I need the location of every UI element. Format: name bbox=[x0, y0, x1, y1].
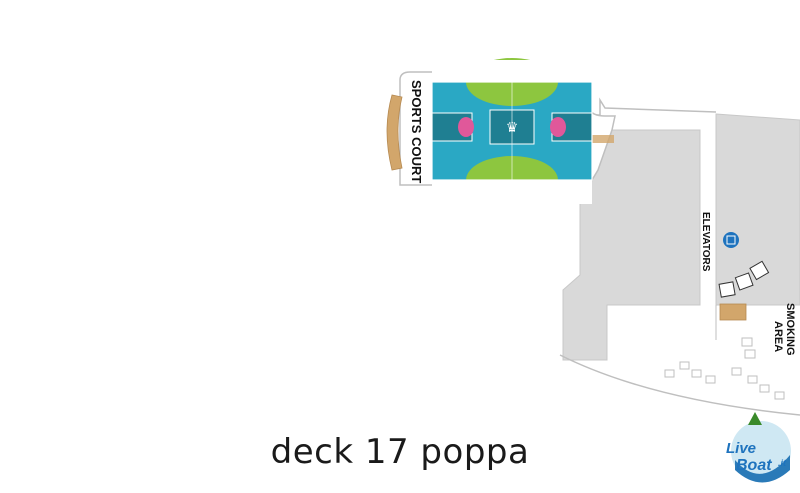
smoking-area-label-line2: AREA bbox=[772, 321, 784, 352]
smoking-area-seating bbox=[664, 260, 785, 400]
sports-court: ♛ bbox=[431, 58, 593, 204]
logo-text-live: Live bbox=[726, 440, 756, 457]
logo-text-suffix: .it bbox=[778, 458, 787, 468]
smoking-area-label-line1: SMOKING bbox=[784, 303, 796, 356]
deck-title: deck 17 poppa bbox=[270, 432, 530, 472]
smoking-area-label: SMOKING AREA bbox=[772, 303, 796, 356]
liveboat-logo: Live Boat .it bbox=[726, 412, 791, 483]
logo-text-boat: Boat bbox=[736, 457, 772, 474]
elevator-icon bbox=[723, 232, 739, 248]
sports-court-label: SPORTS COURT bbox=[409, 80, 424, 183]
elevators-label: ELEVATORS bbox=[700, 212, 711, 272]
